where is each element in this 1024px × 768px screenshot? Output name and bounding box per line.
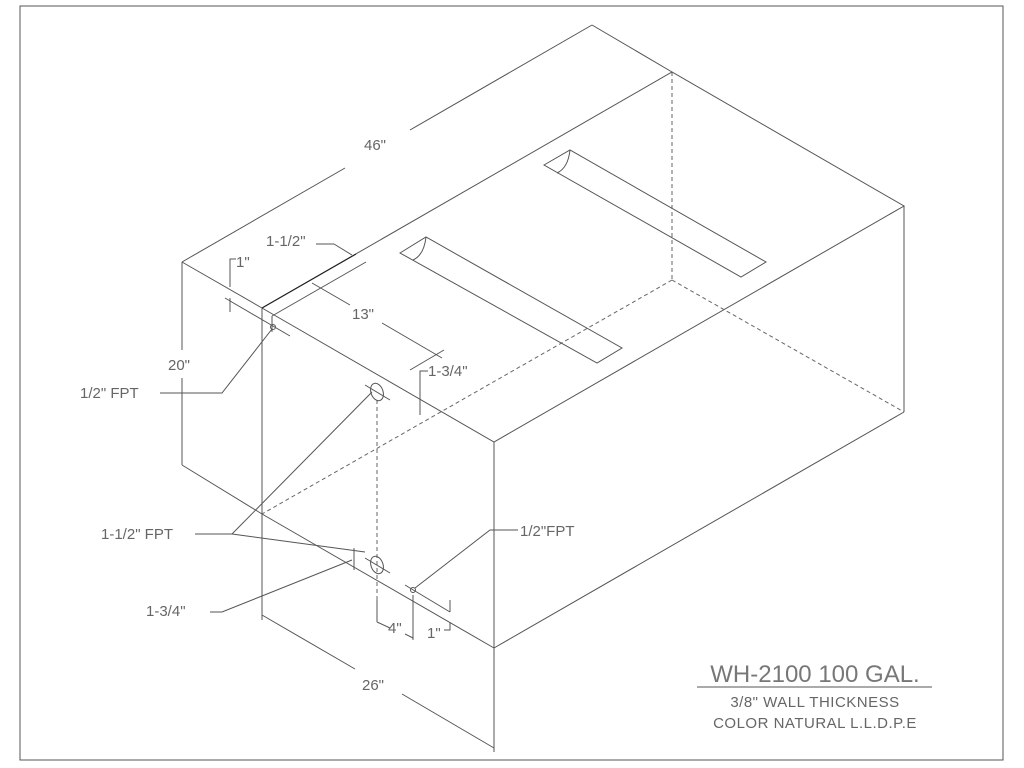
dimension-lines	[181, 24, 673, 752]
dim-width: 26"	[362, 677, 384, 694]
callout-drain-fitting: 1/2"FPT	[520, 523, 575, 540]
dim-length: 46"	[364, 137, 386, 154]
top-slot-1	[399, 236, 623, 364]
dim-notch-width: 1-1/2"	[266, 233, 306, 250]
upper-fitting-icon	[370, 382, 384, 402]
lower-fitting-icon	[370, 555, 384, 575]
dim-drain-vertical: 1"	[427, 625, 441, 642]
drain-fitting-icon	[410, 587, 416, 593]
callout-main-fittings: 1-1/2" FPT	[101, 526, 173, 543]
title-model: WH-2100 100 GAL.	[710, 661, 919, 688]
top-notch	[261, 253, 445, 371]
dim-notch-depth: 1"	[236, 254, 250, 271]
title-material: COLOR NATURAL L.L.D.P.E	[713, 715, 917, 732]
dim-notch-length: 13"	[352, 306, 374, 323]
top-slot-2	[542, 149, 767, 278]
leader-lines	[160, 328, 518, 613]
dim-top-fitting-offset: 1-3/4"	[428, 363, 468, 380]
dim-height: 20"	[168, 357, 190, 374]
dim-bottom-fitting-offset: 1-3/4"	[146, 603, 186, 620]
dim-drain-horizontal: 4"	[388, 620, 402, 637]
hidden-edges	[261, 72, 905, 620]
tank-outline	[261, 71, 906, 649]
drawing-border	[19, 5, 1004, 761]
callout-top-left-fitting: 1/2" FPT	[80, 385, 139, 402]
title-wall: 3/8" WALL THICKNESS	[730, 694, 899, 711]
